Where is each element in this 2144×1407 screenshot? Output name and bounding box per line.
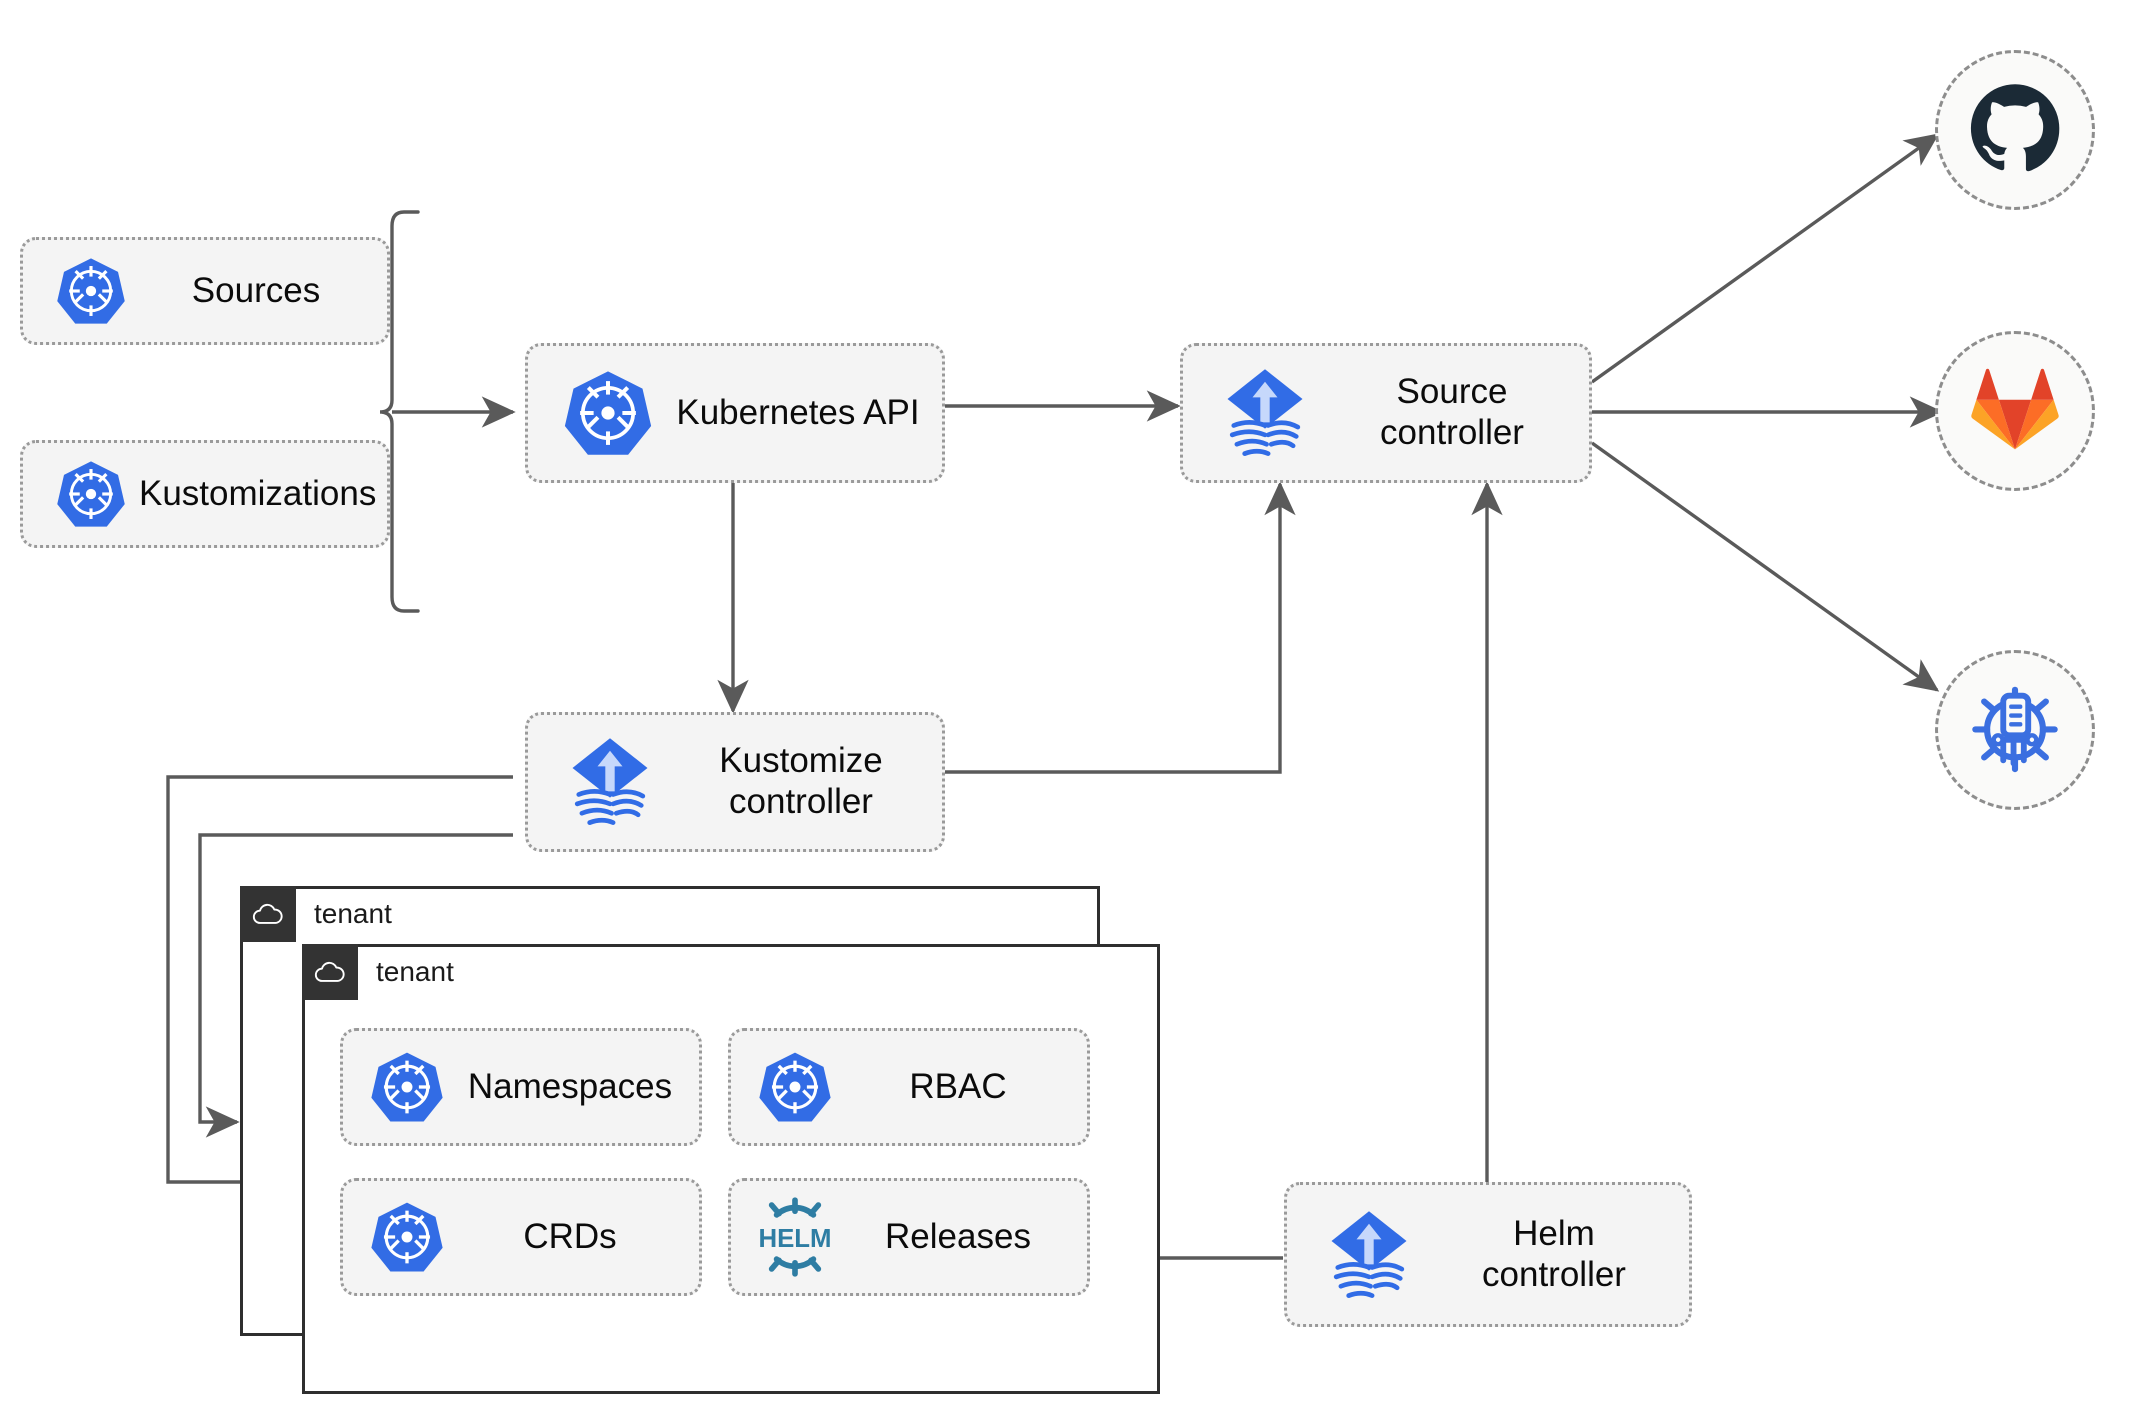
flux-icon xyxy=(1201,363,1329,463)
card-kustomizations[interactable]: Kustomizations xyxy=(20,440,390,548)
tenant-header: tenant xyxy=(240,886,402,942)
kubernetes-icon xyxy=(548,367,668,459)
svg-text:HELM: HELM xyxy=(758,1225,831,1253)
kubernetes-icon xyxy=(43,458,139,530)
card-kustomize-controller[interactable]: Kustomize controller xyxy=(525,712,945,852)
card-kubernetes-api[interactable]: Kubernetes API xyxy=(525,343,945,483)
card-label: RBAC xyxy=(909,1066,1007,1106)
card-label: Source controller xyxy=(1380,372,1524,452)
card-label: Helm controller xyxy=(1482,1213,1626,1294)
cloud-icon xyxy=(240,886,296,942)
card-helm-controller[interactable]: Helm controller xyxy=(1284,1182,1692,1327)
kubernetes-icon xyxy=(43,255,139,327)
kubernetes-icon xyxy=(359,1199,455,1275)
tenant-header: tenant xyxy=(302,944,464,1000)
edge-kustomize-to-source-controller xyxy=(945,481,1296,774)
flux-icon xyxy=(1305,1205,1433,1305)
provider-github[interactable] xyxy=(1935,50,2095,210)
provider-helm-repository[interactable] xyxy=(1935,650,2095,810)
card-label: Sources xyxy=(191,270,321,310)
card-rbac[interactable]: RBAC xyxy=(728,1028,1090,1146)
helm-repository-icon xyxy=(1968,681,2062,780)
tenant-label: tenant xyxy=(376,956,464,988)
card-sources[interactable]: Sources xyxy=(20,237,390,345)
card-label: CRDs xyxy=(523,1216,617,1256)
github-icon xyxy=(1969,82,2061,179)
kubernetes-icon xyxy=(359,1049,455,1125)
card-label: Kubernetes API xyxy=(676,392,920,432)
card-crds[interactable]: CRDs xyxy=(340,1178,702,1296)
card-releases[interactable]: HELM Releases xyxy=(728,1178,1090,1296)
cloud-icon xyxy=(302,944,358,1000)
edge-source-controller-to-helm-repository xyxy=(1591,441,1940,692)
card-label: Kustomizations xyxy=(139,473,377,513)
gitlab-icon xyxy=(1971,367,2059,456)
flux-icon xyxy=(546,732,674,832)
card-label: Releases xyxy=(885,1216,1031,1256)
kubernetes-icon xyxy=(747,1049,843,1125)
helm-icon: HELM xyxy=(747,1197,843,1277)
card-label: Namespaces xyxy=(467,1066,673,1106)
card-label: Kustomize controller xyxy=(719,741,883,821)
tenant-panel-inner[interactable]: tenant xyxy=(302,944,1160,1394)
card-source-controller[interactable]: Source controller xyxy=(1180,343,1592,483)
edge-source-controller-to-github xyxy=(1591,133,1940,384)
provider-gitlab[interactable] xyxy=(1935,331,2095,491)
card-namespaces[interactable]: Namespaces xyxy=(340,1028,702,1146)
tenant-label: tenant xyxy=(314,898,402,930)
